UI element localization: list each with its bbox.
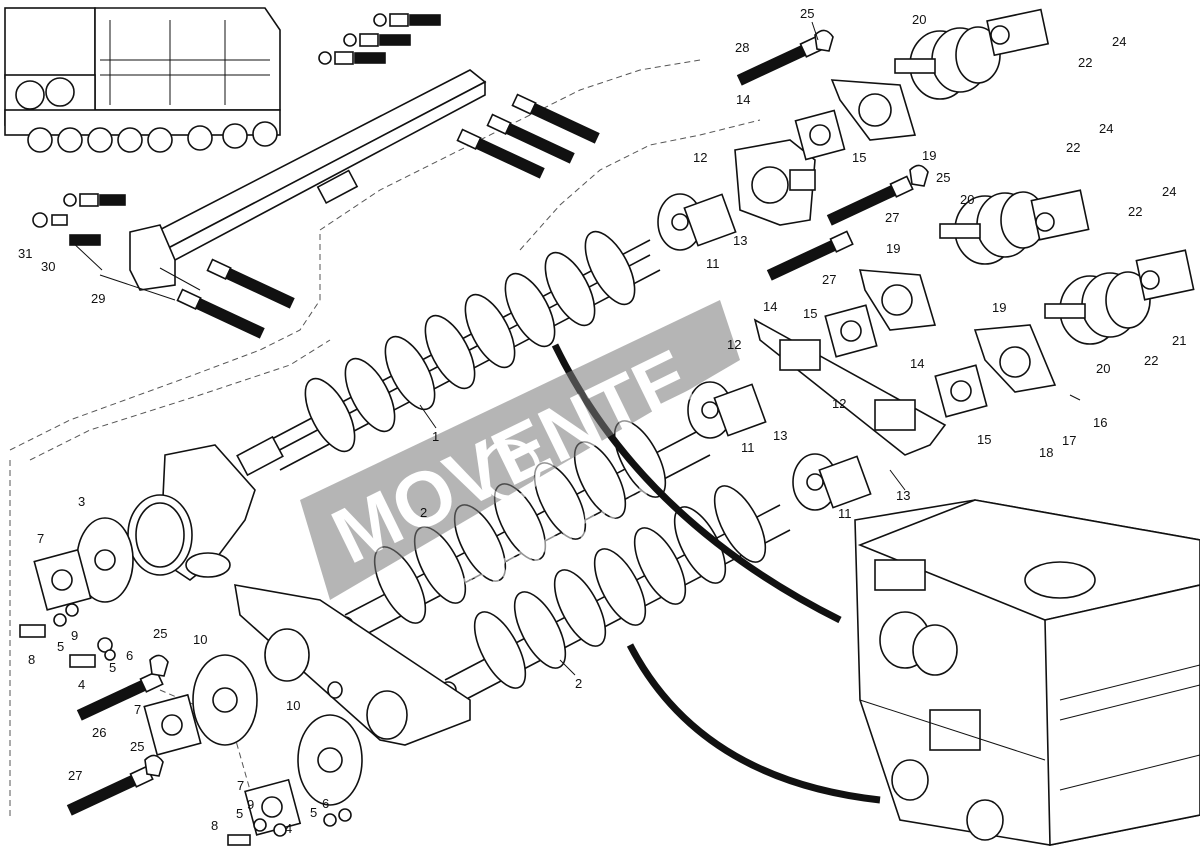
bracket-bar	[753, 318, 947, 456]
callout-24: 24	[1099, 121, 1113, 136]
hydraulic-motors	[894, 8, 1195, 345]
callout-20: 20	[1096, 361, 1110, 376]
callout-2: 2	[420, 505, 427, 520]
callout-20: 20	[960, 192, 974, 207]
callout-26: 26	[92, 725, 106, 740]
machine-body	[854, 499, 1200, 846]
callout-12: 12	[727, 337, 741, 352]
callout-6: 6	[322, 796, 329, 811]
callout-5: 5	[236, 806, 243, 821]
callout-17: 17	[1062, 433, 1076, 448]
callout-22: 22	[1128, 204, 1142, 219]
callout-10: 10	[286, 698, 300, 713]
bearing-flanges	[657, 193, 872, 511]
callout-25: 25	[153, 626, 167, 641]
callouts: 25 28 20 24 22 14 15 19 12 25 22 24 20 2…	[18, 6, 1186, 836]
callout-11: 11	[706, 256, 720, 271]
callout-4: 4	[78, 677, 85, 692]
callout-14: 14	[910, 356, 924, 371]
callout-12: 12	[832, 396, 846, 411]
callout-27: 27	[68, 768, 82, 783]
callout-12: 12	[693, 150, 707, 165]
callout-27: 27	[885, 210, 899, 225]
callout-1: 1	[432, 429, 439, 444]
callout-13: 13	[896, 488, 910, 503]
callout-24: 24	[1162, 184, 1176, 199]
truck-thumbnail	[4, 7, 281, 153]
callout-10: 10	[193, 632, 207, 647]
callout-27: 27	[822, 272, 836, 287]
auger-1	[236, 230, 661, 477]
callout-24: 24	[1112, 34, 1126, 49]
callout-30: 30	[41, 259, 55, 274]
callout-15: 15	[803, 306, 817, 321]
callout-5: 5	[310, 805, 317, 820]
callout-11: 11	[838, 506, 852, 521]
inlet-elbow	[127, 444, 256, 581]
callout-28: 28	[735, 40, 749, 55]
leader-lines	[69, 21, 1081, 676]
callout-7: 7	[237, 778, 244, 793]
callout-25: 25	[800, 6, 814, 21]
callout-14: 14	[736, 92, 750, 107]
callout-7: 7	[37, 531, 44, 546]
bearing-sets	[19, 548, 352, 846]
callout-19: 19	[886, 241, 900, 256]
callout-13: 13	[773, 428, 787, 443]
callout-19: 19	[992, 300, 1006, 315]
callout-8: 8	[28, 652, 35, 667]
callout-2: 2	[575, 676, 582, 691]
callout-9: 9	[247, 797, 254, 812]
callout-22: 22	[1066, 140, 1080, 155]
casing-plate	[234, 584, 471, 746]
callout-6: 6	[126, 648, 133, 663]
gearbox-housing	[734, 139, 816, 226]
callout-14: 14	[763, 299, 777, 314]
frame-beam	[129, 69, 487, 291]
callout-19: 19	[922, 148, 936, 163]
callout-9: 9	[71, 628, 78, 643]
callout-5: 5	[57, 639, 64, 654]
callout-25: 25	[130, 739, 144, 754]
callout-15: 15	[852, 150, 866, 165]
callout-4: 4	[285, 821, 292, 836]
callout-22: 22	[1078, 55, 1092, 70]
callout-21: 21	[1172, 333, 1186, 348]
callout-20: 20	[912, 12, 926, 27]
callout-16: 16	[1093, 415, 1107, 430]
callout-31: 31	[18, 246, 32, 261]
callout-29: 29	[91, 291, 105, 306]
callout-8: 8	[211, 818, 218, 833]
auger-2-lower	[439, 485, 791, 706]
fittings-group	[32, 13, 929, 816]
callout-5: 5	[109, 660, 116, 675]
callout-22: 22	[1144, 353, 1158, 368]
callout-3: 3	[78, 494, 85, 509]
callout-7: 7	[134, 702, 141, 717]
callout-18: 18	[1039, 445, 1053, 460]
callout-13: 13	[733, 233, 747, 248]
callout-15: 15	[977, 432, 991, 447]
mount-plates	[794, 79, 1057, 418]
callout-11: 11	[741, 440, 755, 455]
callout-25: 25	[936, 170, 950, 185]
